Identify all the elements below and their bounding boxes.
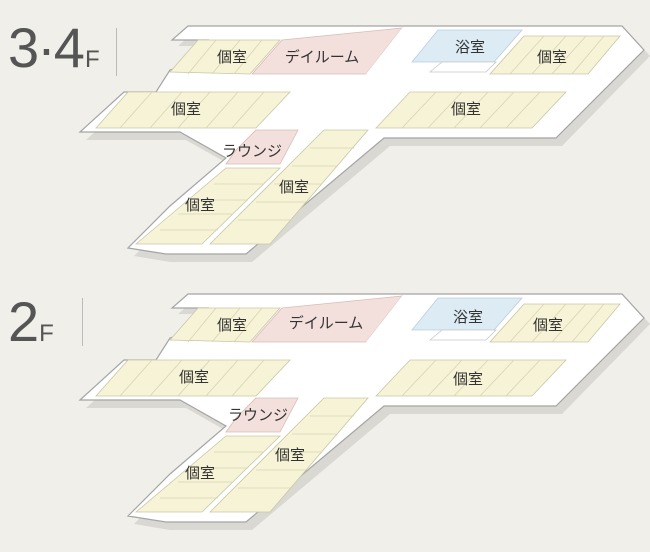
room-label-private: 個室 xyxy=(275,446,305,464)
room-label-private: 個室 xyxy=(533,316,563,334)
room-label-private: 個室 xyxy=(217,48,247,66)
room-label-private: 個室 xyxy=(451,100,481,118)
floor-label-unit: F xyxy=(39,320,54,347)
private-room xyxy=(209,397,369,513)
corridor xyxy=(428,329,497,341)
lounge xyxy=(225,129,299,165)
room-label-day-room: デイルーム xyxy=(289,314,364,332)
lounge xyxy=(225,397,299,433)
floor-label-divider xyxy=(116,28,117,76)
private-room xyxy=(134,435,281,513)
private-room xyxy=(209,129,369,245)
room-label-private: 個室 xyxy=(537,48,567,66)
corridor xyxy=(366,296,430,342)
private-room xyxy=(489,303,621,343)
room-label-day-room: デイルーム xyxy=(285,48,360,66)
room-label-lounge: ラウンジ xyxy=(222,142,282,160)
private-room xyxy=(169,307,281,343)
room-label-lounge: ラウンジ xyxy=(228,406,288,424)
floor-3-4-plan: 個室 デイルーム 浴室 個室 個室 個室 ラウンジ 個室 個室 xyxy=(78,25,650,262)
floor-label-unit: F xyxy=(84,46,100,73)
floor-label-number: 3·4 xyxy=(8,16,85,79)
room-label-private: 個室 xyxy=(171,100,201,118)
room-label-bath: 浴室 xyxy=(453,308,483,326)
floor-label-2: 2F xyxy=(8,294,54,350)
floor-label-divider xyxy=(82,298,83,346)
room-label-private: 個室 xyxy=(185,196,215,214)
corridor xyxy=(428,61,497,73)
floor-2-plan: 個室 デイルーム 浴室 個室 個室 個室 ラウンジ 個室 個室 xyxy=(78,293,650,530)
room-label-private: 個室 xyxy=(279,178,309,196)
private-room xyxy=(489,35,621,75)
room-label-private: 個室 xyxy=(179,368,209,386)
private-room xyxy=(134,167,281,245)
room-label-private: 個室 xyxy=(185,464,215,482)
corridor xyxy=(366,28,430,74)
room-label-private: 個室 xyxy=(453,370,483,388)
room-label-bath: 浴室 xyxy=(455,38,485,56)
room-label-private: 個室 xyxy=(217,316,247,334)
floor-label-number: 2 xyxy=(8,290,39,353)
private-room xyxy=(169,39,281,75)
floor-label-3-4: 3·4F xyxy=(8,20,100,76)
